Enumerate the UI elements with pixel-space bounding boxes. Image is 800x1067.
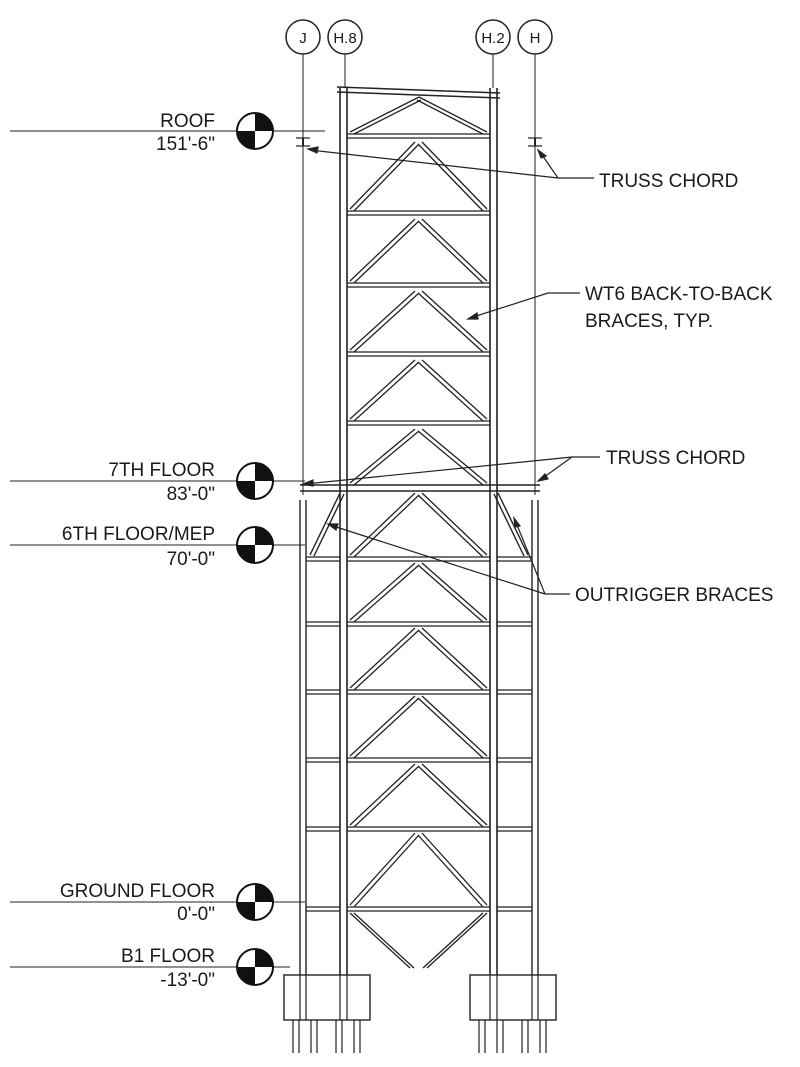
grid-label-h2: H.2 <box>481 30 504 47</box>
core-column-h2 <box>489 88 498 975</box>
truss-chord-stub-right <box>528 137 542 147</box>
pile-cap-right <box>469 974 557 1053</box>
grid-bubble-h8: H.8 <box>327 19 363 55</box>
level-elevation-roof: 151'-6" <box>156 134 215 155</box>
pile-cap-left <box>283 974 371 1053</box>
callout-braces-line2: BRACES, TYP. <box>585 311 713 332</box>
leader-truss-chord-mid <box>300 456 600 487</box>
level-elevation-b1: -13'-0" <box>160 970 215 991</box>
truss-chord-stub-left <box>296 137 310 147</box>
perimeter-column-h <box>531 130 539 975</box>
callout-truss-chord-top: TRUSS CHORD <box>599 171 738 192</box>
level-target-seventh <box>236 462 274 500</box>
level-name-b1: B1 FLOOR <box>121 946 215 967</box>
level-target-b1 <box>236 948 274 986</box>
grid-label-h: H <box>530 30 541 47</box>
callout-outrigger: OUTRIGGER BRACES <box>575 585 773 606</box>
outrigger-braces <box>309 492 529 557</box>
grid-label-h8: H.8 <box>333 30 356 47</box>
level-target-roof <box>236 112 274 150</box>
leader-truss-chord-top <box>306 146 594 179</box>
level-elevation-seventh: 83'-0" <box>167 484 215 505</box>
core-chevron-braces <box>349 96 488 969</box>
grid-bubble-h: H <box>517 19 553 55</box>
level-target-ground <box>236 883 274 921</box>
perimeter-column-j <box>299 130 307 975</box>
level-name-sixth: 6TH FLOOR/MEP <box>62 524 215 545</box>
level-elevation-ground: 0'-0" <box>177 904 215 925</box>
callout-braces-line1: WT6 BACK-TO-BACK <box>585 284 773 305</box>
grid-label-j: J <box>299 30 307 47</box>
grid-bubble-j: J <box>285 19 321 55</box>
column-embeds <box>299 975 539 1020</box>
grid-bubble-h2: H.2 <box>475 19 511 55</box>
leader-braces <box>466 292 580 320</box>
level-name-seventh: 7TH FLOOR <box>108 460 215 481</box>
callout-truss-chord-mid: TRUSS CHORD <box>606 448 745 469</box>
level-name-ground: GROUND FLOOR <box>60 881 215 902</box>
leader-outrigger <box>326 515 570 595</box>
outrigger-truss-chord <box>300 484 540 492</box>
roof-top-chord <box>336 86 501 99</box>
outer-floor-beams <box>306 556 532 912</box>
core-floor-beams <box>347 133 490 912</box>
core-column-h8 <box>339 88 348 975</box>
level-target-sixth <box>236 526 274 564</box>
level-elevation-sixth: 70'-0" <box>167 549 215 570</box>
level-name-roof: ROOF <box>160 111 215 132</box>
